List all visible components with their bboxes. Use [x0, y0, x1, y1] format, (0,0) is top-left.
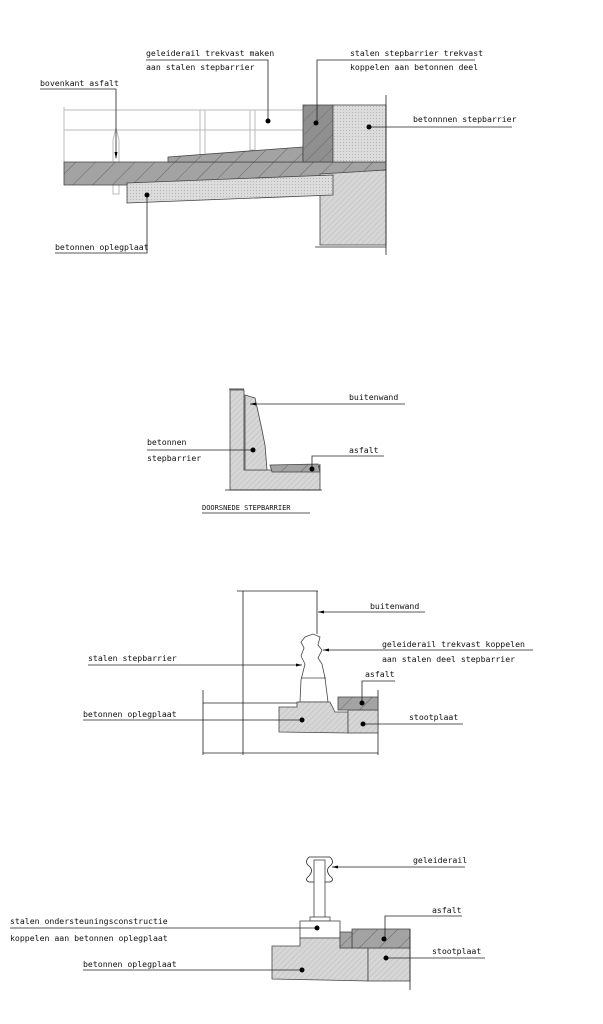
leader-line [40, 88, 117, 158]
leader-line [146, 59, 269, 120]
leader-dot [359, 700, 365, 706]
caption-doorsnede: DOORSNEDE STEPBARRIER [202, 504, 291, 512]
concrete-support-plate [278, 701, 349, 734]
steel-support [299, 920, 341, 939]
steel-wedge [167, 146, 304, 163]
base-plate [309, 916, 331, 922]
label-geleiderail: geleiderail [413, 855, 467, 865]
leader-dot [250, 447, 256, 453]
concrete-stepbarrier [332, 104, 387, 163]
label-geleiderail-line1: geleiderail trekvast koppelen [382, 639, 525, 649]
arrow-icon [250, 402, 256, 406]
leader-line [384, 915, 462, 939]
label-stalen-line2: koppelen aan betonnen deel [350, 62, 478, 72]
label-betonnen-stepbarrier: betonnnen stepbarrier [413, 114, 517, 124]
label-stalen-line1: stalen stepbarrier trekvast [350, 48, 483, 58]
guardrail-profile [306, 856, 312, 883]
asphalt-wedge [339, 931, 353, 949]
leader-dot [383, 955, 389, 961]
arrow-icon [323, 648, 329, 652]
label-buitenwand: buitenwand [349, 392, 398, 402]
label-buitenwand: buitenwand [370, 601, 419, 611]
label-ondersteuning-line1: stalen ondersteuningsconstructie [10, 916, 168, 926]
concrete-support-plate [126, 174, 334, 204]
label-betonnen: betonnen [147, 437, 187, 447]
leader-dot [299, 717, 305, 723]
label-asfalt: asfalt [349, 445, 379, 455]
section-steel-stepbarrier: buitenwand geleiderail trekvast koppelen… [83, 590, 533, 755]
label-ondersteuning-line2: koppelen aan betonnen oplegplaat [10, 933, 168, 943]
arrow-icon [296, 663, 302, 667]
leader-dot [314, 925, 320, 931]
concrete-l-wall [229, 389, 321, 491]
leader-dot [144, 192, 150, 198]
guardrail-profile [327, 856, 333, 883]
steel-stepbarrier [299, 633, 329, 703]
label-asfalt: asfalt [432, 905, 462, 915]
leader-dot [309, 466, 315, 472]
guardrail-post [249, 109, 256, 151]
section-steel-support: geleiderail stalen ondersteuningsconstru… [10, 855, 485, 990]
asphalt-layer [269, 463, 321, 473]
label-stepbarrier: stepbarrier [147, 453, 201, 463]
leader-dot [299, 967, 305, 973]
leader-line [361, 680, 395, 703]
asphalt-layer [351, 928, 411, 949]
label-geleiderail-line2: aan stalen stepbarrier [146, 62, 255, 72]
leader-line [316, 59, 475, 122]
guardrail-post [313, 859, 326, 920]
arrow-icon [318, 610, 324, 614]
leader-dot [360, 721, 366, 727]
stootplaat [367, 947, 411, 982]
label-geleiderail-line1: geleiderail trekvast maken [146, 48, 274, 58]
label-bovenkant-asfalt: bovenkant asfalt [40, 78, 119, 88]
label-stootplaat: stootplaat [432, 946, 481, 956]
arrow-icon [114, 152, 118, 159]
arrow-icon [332, 865, 338, 869]
leader-line [55, 195, 148, 254]
section-doorsnede: buitenwand betonnen stepbarrier asfalt D… [147, 388, 405, 514]
label-asfalt: asfalt [365, 669, 395, 679]
leader-dot [313, 120, 319, 126]
label-oplegplaat: betonnen oplegplaat [55, 242, 149, 252]
leader-dot [381, 936, 387, 942]
section-top-elevation: geleiderail trekvast maken aan stalen st… [40, 48, 517, 255]
guardrail-post [199, 109, 206, 156]
label-geleiderail-line2: aan stalen deel stepbarrier [382, 654, 515, 664]
leader-line [311, 455, 384, 469]
leader-dot [366, 124, 372, 130]
steel-stepbarrier [302, 104, 334, 163]
label-oplegplaat: betonnen oplegplaat [83, 959, 177, 969]
leader-dot [265, 118, 271, 124]
label-stootplaat: stootplaat [409, 712, 458, 722]
label-stalen-stepbarrier: stalen stepbarrier [88, 653, 177, 663]
concrete-stepbarrier [244, 394, 268, 471]
label-oplegplaat: betonnen oplegplaat [83, 709, 177, 719]
asphalt-layer [337, 696, 379, 711]
